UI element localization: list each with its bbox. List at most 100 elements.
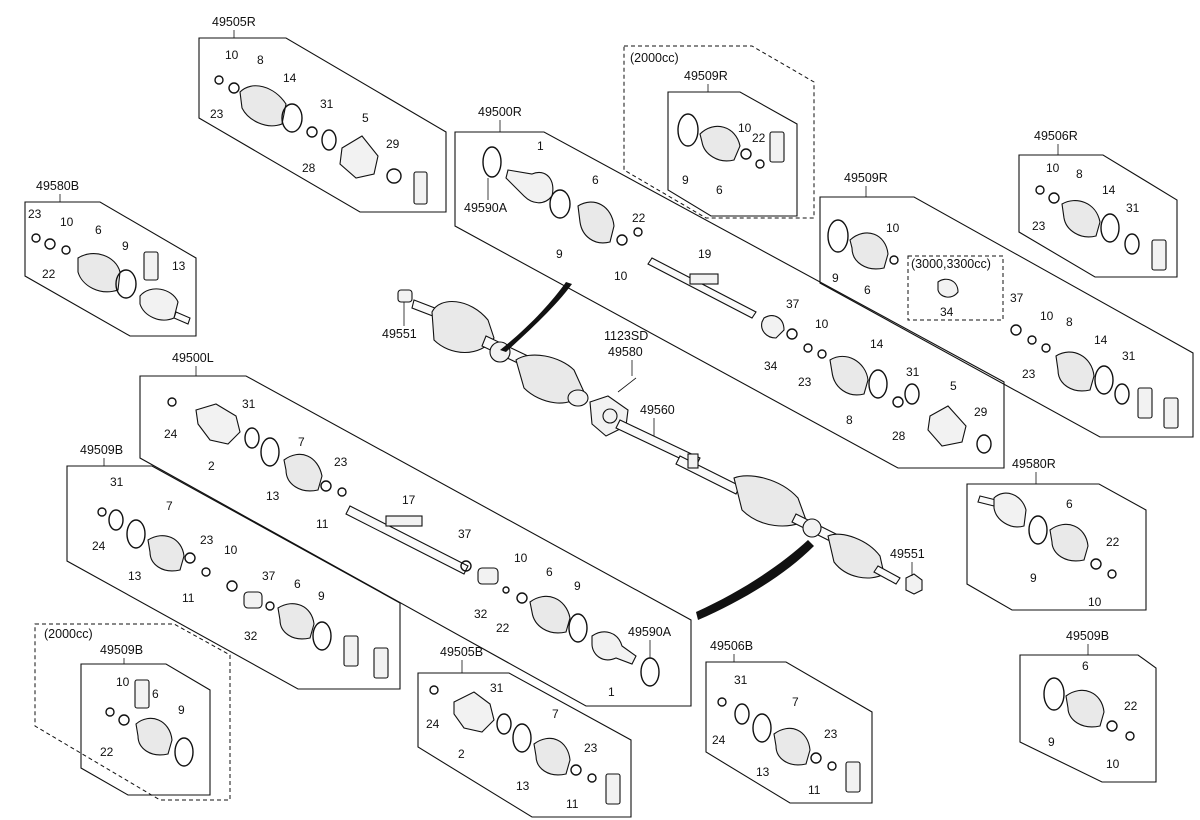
parts-49580R bbox=[977, 492, 1117, 579]
num-10: 10 bbox=[1040, 309, 1054, 323]
num-22: 22 bbox=[1106, 535, 1120, 549]
num-22: 22 bbox=[42, 267, 56, 281]
num-10: 10 bbox=[1088, 595, 1102, 609]
num-31: 31 bbox=[320, 97, 334, 111]
num-24: 24 bbox=[164, 427, 178, 441]
num-32: 32 bbox=[474, 607, 488, 621]
num-6: 6 bbox=[1082, 659, 1089, 673]
label-49509R: 49509R bbox=[844, 171, 888, 185]
num-14: 14 bbox=[1094, 333, 1108, 347]
num-31: 31 bbox=[490, 681, 504, 695]
num-11: 11 bbox=[808, 783, 821, 797]
num-8: 8 bbox=[846, 413, 853, 427]
num-7: 7 bbox=[792, 695, 799, 709]
num-9: 9 bbox=[574, 579, 581, 593]
num-14: 14 bbox=[283, 71, 297, 85]
num-9: 9 bbox=[682, 173, 689, 187]
num-17: 17 bbox=[402, 493, 416, 507]
label-49506B: 49506B bbox=[710, 639, 753, 653]
note-3000-3300cc: (3000,3300cc) bbox=[911, 257, 991, 271]
num-2: 2 bbox=[208, 459, 215, 473]
callout-49590A-upper: 49590A bbox=[464, 201, 508, 215]
parts-49509B bbox=[97, 507, 389, 679]
num-6: 6 bbox=[294, 577, 301, 591]
group-box-49506R bbox=[1018, 154, 1178, 278]
group-box-49509B-2000cc bbox=[34, 623, 231, 801]
group-box-49509R-2000cc bbox=[623, 45, 815, 219]
num-10: 10 bbox=[225, 48, 239, 62]
num-6: 6 bbox=[864, 283, 871, 297]
label-49500L: 49500L bbox=[172, 351, 214, 365]
callout-49580: 49580 bbox=[608, 345, 643, 359]
num-11: 11 bbox=[182, 591, 195, 605]
num-13: 13 bbox=[128, 569, 142, 583]
group-box-49580R bbox=[966, 483, 1147, 611]
num-10: 10 bbox=[60, 215, 74, 229]
num-1: 1 bbox=[608, 685, 615, 699]
num-22: 22 bbox=[100, 745, 114, 759]
num-22: 22 bbox=[1124, 699, 1138, 713]
num-5: 5 bbox=[950, 379, 957, 393]
num-31: 31 bbox=[1122, 349, 1136, 363]
label-49509B-right: 49509B bbox=[1066, 629, 1109, 643]
num-22: 22 bbox=[632, 211, 646, 225]
num-7: 7 bbox=[552, 707, 559, 721]
group-box-49506B bbox=[705, 661, 873, 804]
num-23: 23 bbox=[1022, 367, 1036, 381]
num-37: 37 bbox=[262, 569, 276, 583]
num-13: 13 bbox=[756, 765, 770, 779]
callout-49551-right: 49551 bbox=[890, 547, 925, 561]
num-31: 31 bbox=[110, 475, 124, 489]
num-8: 8 bbox=[1076, 167, 1083, 181]
num-13: 13 bbox=[266, 489, 280, 503]
num-24: 24 bbox=[92, 539, 106, 553]
num-10: 10 bbox=[1106, 757, 1120, 771]
callout-49590A-lower: 49590A bbox=[628, 625, 672, 639]
center-bearing-bracket bbox=[589, 377, 701, 467]
num-29: 29 bbox=[974, 405, 988, 419]
parts-49580B bbox=[31, 233, 191, 325]
label-49509B-2000cc: 49509B bbox=[100, 643, 143, 657]
num-32: 32 bbox=[244, 629, 258, 643]
num-23: 23 bbox=[798, 375, 812, 389]
note-2000cc-upper: (2000cc) bbox=[630, 51, 679, 65]
note-2000cc-lower: (2000cc) bbox=[44, 627, 93, 641]
num-23: 23 bbox=[28, 207, 42, 221]
group-box-49580B bbox=[24, 201, 197, 337]
parts-49509R-2000cc bbox=[677, 113, 785, 169]
num-31: 31 bbox=[242, 397, 256, 411]
num-24: 24 bbox=[712, 733, 726, 747]
num-23: 23 bbox=[584, 741, 598, 755]
num-10: 10 bbox=[886, 221, 900, 235]
parts-49500R bbox=[482, 146, 992, 454]
num-6: 6 bbox=[546, 565, 553, 579]
parts-49509B-2000cc bbox=[105, 679, 194, 767]
num-22: 22 bbox=[496, 621, 510, 635]
num-9: 9 bbox=[556, 247, 563, 261]
num-24: 24 bbox=[426, 717, 440, 731]
num-28: 28 bbox=[302, 161, 316, 175]
num-13: 13 bbox=[516, 779, 530, 793]
label-49580R: 49580R bbox=[1012, 457, 1056, 471]
label-49506R: 49506R bbox=[1034, 129, 1078, 143]
parts-49500L bbox=[167, 397, 660, 687]
num-31: 31 bbox=[1126, 201, 1140, 215]
num-14: 14 bbox=[1102, 183, 1116, 197]
num-10: 10 bbox=[1046, 161, 1060, 175]
num-9: 9 bbox=[318, 589, 325, 603]
num-10: 10 bbox=[738, 121, 752, 135]
label-49509B: 49509B bbox=[80, 443, 123, 457]
num-37: 37 bbox=[1010, 291, 1024, 305]
num-23: 23 bbox=[200, 533, 214, 547]
num-23: 23 bbox=[210, 107, 224, 121]
callout-49551-left: 49551 bbox=[382, 327, 417, 341]
num-6: 6 bbox=[95, 223, 102, 237]
group-box-49509B bbox=[66, 465, 401, 690]
group-box-49505B bbox=[417, 672, 632, 818]
num-7: 7 bbox=[298, 435, 305, 449]
parts-49505B bbox=[429, 685, 621, 805]
num-10: 10 bbox=[614, 269, 628, 283]
num-10: 10 bbox=[116, 675, 130, 689]
num-8: 8 bbox=[1066, 315, 1073, 329]
